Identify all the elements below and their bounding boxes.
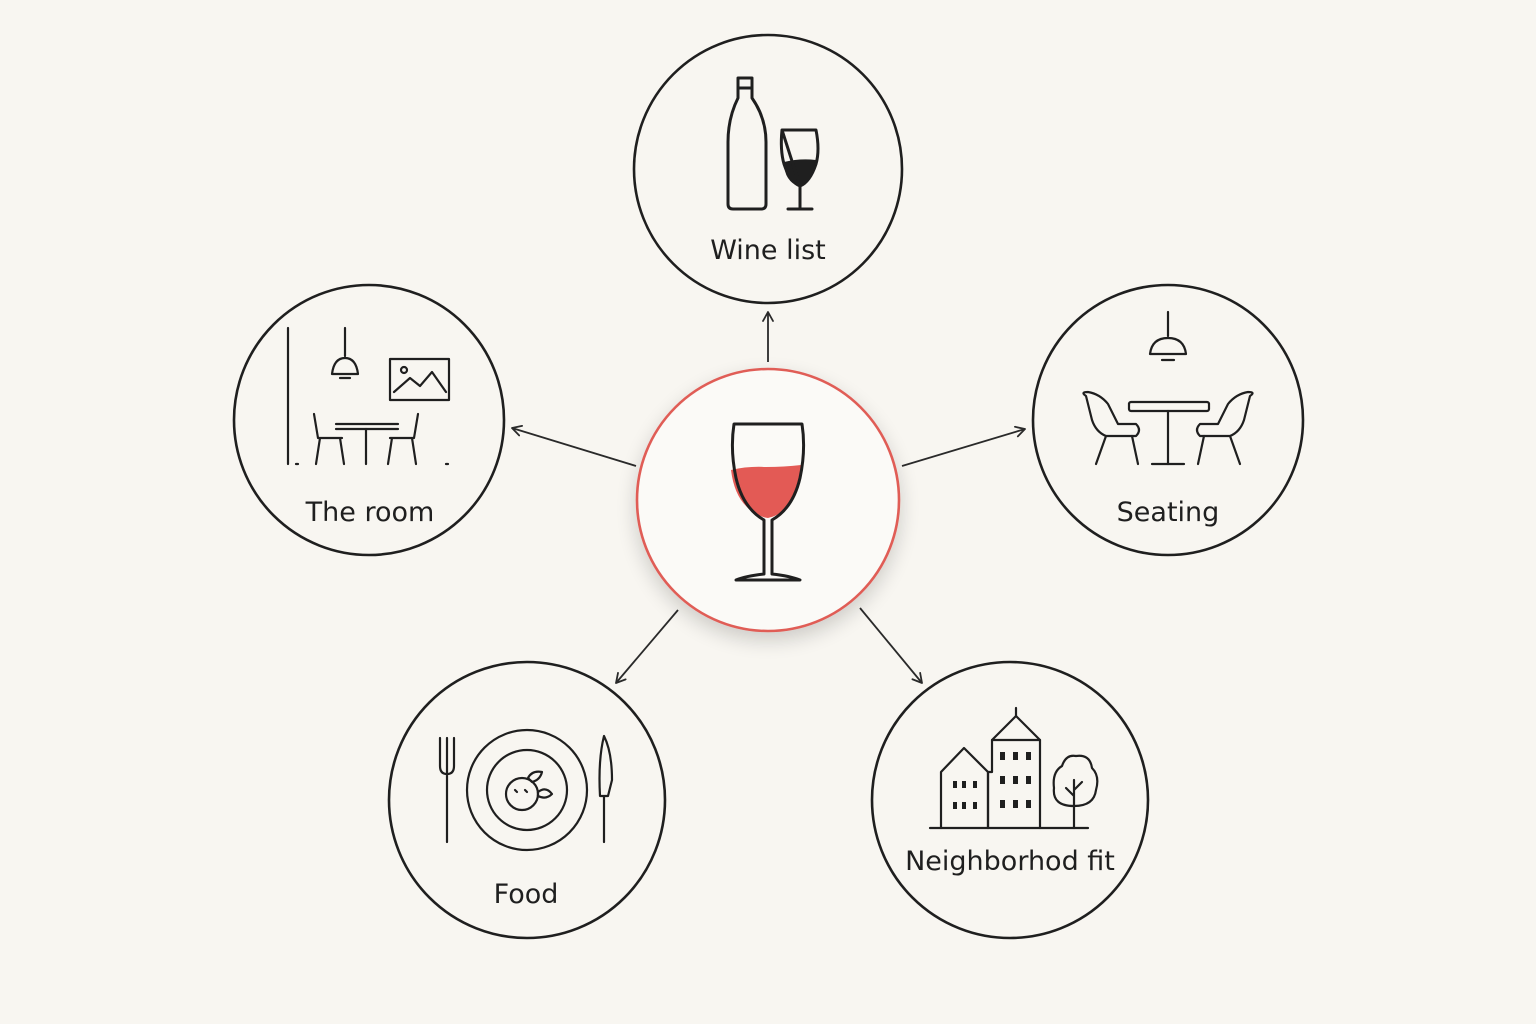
connector-the-room — [511, 424, 637, 467]
node-label-the-room: The room — [305, 497, 435, 528]
node-label-wine-list: Wine list — [710, 235, 826, 266]
node-ring — [632, 33, 904, 305]
table-and-chairs-icon — [1082, 310, 1254, 466]
connector-food — [615, 609, 679, 684]
connector-seating — [901, 425, 1026, 467]
node-ring — [387, 660, 667, 940]
wine-bottle-and-glass-icon — [726, 76, 820, 211]
red-wine-glass-icon — [730, 422, 806, 582]
connector-neighborhood — [859, 607, 923, 684]
node-wine-list: Wine list — [632, 33, 904, 305]
center-node — [635, 367, 901, 633]
node-seating: Seating — [1031, 283, 1305, 557]
connectors — [511, 311, 1026, 684]
node-food: Food — [387, 660, 667, 940]
node-neighborhood: Neighborhod fit — [870, 660, 1150, 940]
node-ring — [232, 283, 506, 557]
node-label-seating: Seating — [1117, 497, 1220, 528]
node-label-food: Food — [494, 879, 559, 910]
node-label-neighborhood: Neighborhod fit — [905, 846, 1115, 877]
node-the-room: The room — [232, 283, 506, 557]
node-ring — [870, 660, 1150, 940]
dining-room-icon — [286, 326, 452, 466]
plate-fork-knife-icon — [438, 728, 614, 852]
buildings-and-tree-icon — [928, 706, 1099, 830]
